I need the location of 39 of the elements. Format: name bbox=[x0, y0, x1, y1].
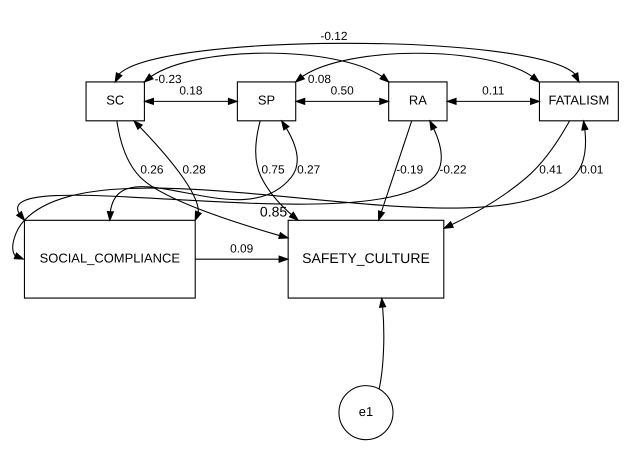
edge-label: -0.23 bbox=[154, 72, 182, 86]
node-box: SOCIAL_COMPLIANCE bbox=[24, 220, 196, 299]
edge-label: 0.50 bbox=[330, 84, 354, 98]
arrow bbox=[114, 42, 580, 84]
arrow bbox=[12, 120, 589, 260]
arrow bbox=[116, 120, 290, 240]
node-label: 0.85 bbox=[260, 203, 288, 220]
edge-label: 0.09 bbox=[230, 241, 254, 256]
arrow bbox=[442, 120, 570, 229]
edge-label: 0.01 bbox=[580, 162, 604, 177]
arrow bbox=[294, 98, 390, 106]
arrow bbox=[106, 120, 298, 222]
arrow bbox=[294, 52, 540, 83]
edge-label: -0.19 bbox=[396, 162, 424, 177]
arrow bbox=[143, 98, 239, 106]
edge-label: 0.75 bbox=[261, 162, 285, 177]
arrow bbox=[446, 98, 541, 106]
arrow bbox=[255, 120, 300, 222]
node-box: SC bbox=[86, 81, 145, 122]
edge-label: -0.22 bbox=[439, 162, 467, 177]
arrow bbox=[132, 120, 202, 222]
edge-label: 0.28 bbox=[182, 162, 206, 177]
node-circle: e1 bbox=[338, 385, 394, 440]
edge-label: 0.41 bbox=[539, 162, 562, 177]
arrow bbox=[195, 255, 290, 263]
node-box: SP bbox=[236, 81, 296, 122]
node-box: RA bbox=[388, 81, 448, 122]
edge-label: 0.11 bbox=[482, 84, 504, 98]
arrow bbox=[378, 120, 412, 222]
edge-label: 0.18 bbox=[179, 84, 202, 98]
edge-label: 0.08 bbox=[308, 72, 332, 86]
node-box: SAFETY_CULTURE bbox=[288, 220, 444, 299]
arrow bbox=[378, 296, 386, 390]
arrow bbox=[16, 120, 442, 222]
edge-label: 0.27 bbox=[297, 162, 320, 177]
edge-label: 0.26 bbox=[140, 162, 164, 177]
node-box: FATALISM bbox=[538, 81, 619, 122]
arrow bbox=[143, 52, 390, 83]
edge-label: -0.12 bbox=[320, 28, 348, 43]
